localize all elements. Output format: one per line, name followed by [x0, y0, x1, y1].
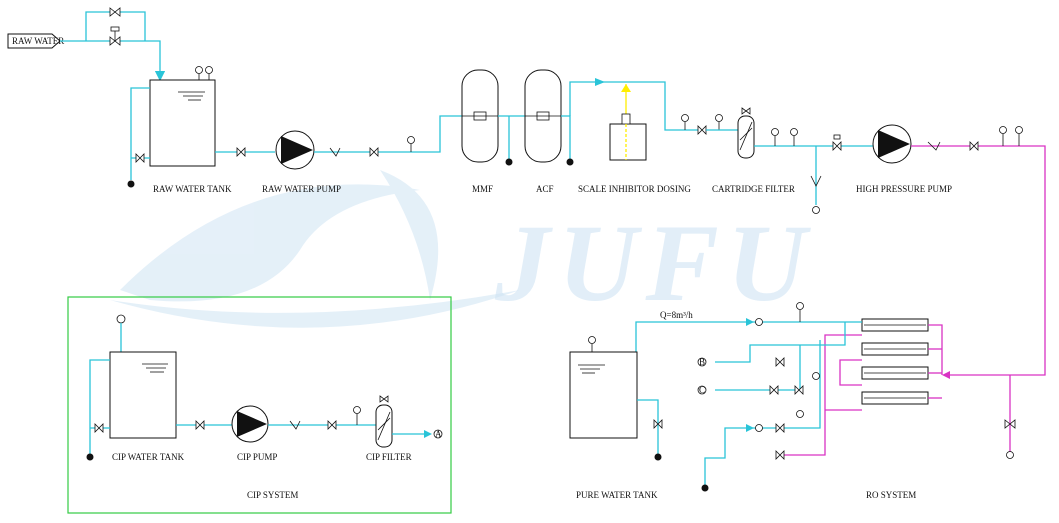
raw-water-inlet: RAW WATER: [7, 33, 64, 49]
tank-to-pump-pipe: [215, 147, 275, 157]
to-cartridge-pipe: [681, 114, 738, 135]
pure-water-tank: [569, 336, 663, 461]
cartridge-filter-label: CARTRIDGE FILTER: [712, 184, 795, 194]
dosing-line: [595, 78, 700, 131]
cip-pump-to-filter: [268, 406, 376, 430]
raw-water-tank: [149, 66, 216, 167]
cip-water-tank: [109, 351, 177, 439]
cip-filter-icon: [375, 395, 393, 448]
pure-water-tank-label: PURE WATER TANK: [576, 490, 658, 500]
mmf-drain: [498, 115, 525, 166]
bypass-valve-icon: [109, 7, 121, 17]
ro-system-label: RO SYSTEM: [866, 490, 916, 500]
cip-tank-to-pump: [176, 420, 232, 430]
flow-rate-label: Q=8m³/h: [660, 310, 693, 320]
cip-pump-label: CIP PUMP: [237, 452, 277, 462]
scale-inhibitor-label: SCALE INHIBITOR DOSING: [578, 184, 691, 194]
raw-water-pump-icon: [275, 130, 315, 170]
raw-water-tank-label: RAW WATER TANK: [153, 184, 232, 194]
dosing-tank: [609, 113, 647, 161]
cartridge-to-hpp-pipe: [754, 128, 875, 214]
cip-system-boundary: [67, 296, 452, 514]
mmf-vessel: [461, 69, 499, 163]
cip-pump-icon: [231, 405, 269, 443]
connector-a-label: A: [435, 429, 442, 439]
svg-text:B: B: [699, 357, 705, 367]
tank-drain: [127, 87, 150, 188]
ro-permeate-pipes: [635, 302, 862, 492]
cip-tank-drain: [86, 359, 110, 461]
acf-vessel: [524, 69, 562, 163]
inlet-piping: [60, 11, 166, 82]
mmf-label: MMF: [472, 184, 493, 194]
cip-inlet: [116, 314, 126, 352]
hpp-discharge-pipe: [911, 126, 1046, 379]
cip-system-title: CIP SYSTEM: [247, 490, 298, 500]
ro-membranes: [861, 318, 929, 405]
inlet-control-valve-icon: [109, 26, 121, 46]
acf-label: ACF: [536, 184, 554, 194]
cartridge-filter-icon: [737, 107, 755, 159]
cip-filter-outlet: A: [392, 429, 443, 439]
raw-water-pump-label: RAW WATER PUMP: [262, 184, 341, 194]
connector-b-icon: B: [697, 357, 707, 367]
connector-c-icon: C: [697, 385, 707, 395]
cip-water-tank-label: CIP WATER TANK: [112, 452, 185, 462]
raw-water-label: RAW WATER: [12, 36, 64, 46]
high-pressure-pump-label: HIGH PRESSURE PUMP: [856, 184, 952, 194]
ro-high-pressure-manifold: [780, 324, 1016, 459]
cip-filter-label: CIP FILTER: [366, 452, 412, 462]
svg-text:C: C: [699, 385, 705, 395]
pump-to-mmf-pipe: [314, 115, 476, 157]
high-pressure-pump-icon: [872, 124, 912, 164]
